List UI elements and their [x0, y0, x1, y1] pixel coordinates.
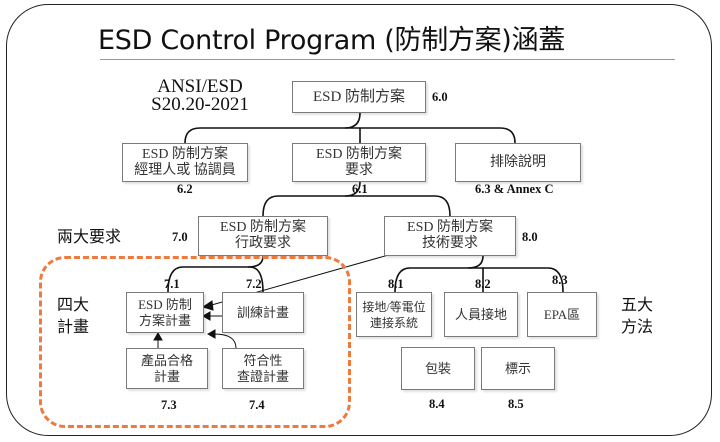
technical-section-number: 8.0 — [522, 230, 538, 244]
epa-node: EPA區 — [527, 292, 597, 337]
connector-6-1-branch-right — [345, 195, 451, 217]
requirements-section-number: 6.1 — [352, 182, 368, 196]
administrative-requirements-node: ESD 防制方案 行政要求 — [198, 216, 328, 256]
personnel-grounding-node: 人員接地 — [444, 292, 518, 337]
administrative-line-2: 行政要求 — [235, 236, 291, 251]
administrative-section-number: 7.0 — [172, 230, 188, 244]
title-divider — [100, 59, 675, 60]
marking-section-number: 8.5 — [508, 397, 524, 411]
four-plans-label-line-1: 四大 — [57, 295, 90, 314]
page-title: ESD Control Program (防制方案)涵蓋 — [98, 25, 565, 56]
arrow-training-to-plan-head — [201, 311, 211, 321]
connector-7-0-branch-right — [248, 266, 264, 293]
grounding-bonding-node: 接地/等電位 連接系統 — [356, 292, 432, 337]
program-plan-node: ESD 防制 方案計畫 — [126, 292, 204, 333]
packaging-line-1: 包裝 — [424, 360, 451, 376]
exclusion-node-line-1: 排除說明 — [490, 154, 546, 170]
requirements-node-line-2: 要求 — [345, 162, 373, 178]
arrow-verification-to-plan — [213, 333, 237, 349]
manager-node-line-2: 經理人或 協調員 — [134, 162, 236, 178]
compliance-verification-line-2: 查證計畫 — [236, 368, 289, 384]
four-plans-highlight — [39, 256, 351, 428]
packaging-node: 包裝 — [401, 347, 475, 390]
personnel-grounding-section-number: 8.2 — [475, 277, 491, 291]
connector-root-to-level2 — [184, 112, 361, 144]
epa-line-1: EPA區 — [543, 306, 581, 322]
manager-node-line-1: ESD 防制方案 — [142, 146, 228, 162]
manager-node: ESD 防制方案 經理人或 協調員 — [122, 143, 248, 182]
arrow-verification-to-plan-head — [206, 329, 216, 339]
connector-8-0-to-methods — [394, 255, 484, 293]
product-qualification-line-1: 產品合格 — [140, 352, 193, 368]
personnel-grounding-line-1: 人員接地 — [454, 306, 507, 322]
training-plan-line-1: 訓練計畫 — [236, 304, 289, 320]
product-qualification-line-2: 計畫 — [153, 368, 180, 384]
arrow-technical-to-plan-head — [201, 300, 214, 311]
five-methods-label-line-2: 方法 — [621, 317, 654, 336]
requirements-node: ESD 防制方案 要求 — [292, 143, 426, 182]
connector-8-0-branch-right — [483, 267, 564, 293]
product-qualification-section-number: 7.3 — [161, 398, 177, 412]
five-methods-label: 五大 方法 — [621, 294, 653, 338]
technical-line-1: ESD 防制方案 — [407, 220, 493, 235]
training-plan-section-number: 7.2 — [246, 277, 262, 291]
slide-frame — [6, 4, 712, 436]
compliance-verification-section-number: 7.4 — [249, 398, 265, 412]
epa-section-number: 8.3 — [552, 273, 568, 287]
administrative-line-1: ESD 防制方案 — [220, 220, 306, 235]
connector-root-branch-right — [345, 127, 516, 144]
packaging-section-number: 8.4 — [429, 397, 445, 411]
manager-section-number: 6.2 — [177, 182, 193, 196]
marking-line-1: 標示 — [504, 360, 531, 376]
technical-line-2: 技術要求 — [422, 236, 478, 251]
standard-label: ANSI/ESD S20.20-2021 — [150, 76, 250, 115]
grounding-line-2: 連接系統 — [369, 315, 418, 330]
root-node-label: ESD 防制方案 — [312, 89, 406, 105]
standard-line-2: S20.20-2021 — [151, 94, 249, 115]
requirements-node-line-1: ESD 防制方案 — [316, 146, 402, 162]
five-methods-label-line-1: 五大 — [621, 295, 654, 314]
two-requirements-label: 兩大要求 — [57, 227, 122, 246]
program-plan-line-1: ESD 防制 — [138, 296, 192, 312]
four-plans-label-line-2: 計畫 — [57, 317, 90, 336]
program-plan-line-2: 方案計畫 — [138, 312, 191, 328]
program-plan-section-number: 7.1 — [164, 277, 180, 291]
product-qualification-plan-node: 產品合格 計畫 — [126, 348, 208, 389]
compliance-verification-plan-node: 符合性 查證計畫 — [222, 348, 304, 389]
connector-6-1-to-requirements — [262, 181, 361, 217]
compliance-verification-line-1: 符合性 — [243, 352, 283, 368]
technical-requirements-node: ESD 防制方案 技術要求 — [384, 216, 516, 256]
root-section-number: 6.0 — [432, 90, 448, 104]
exclusion-section-number: 6.3 & Annex C — [475, 182, 554, 196]
connector-7-0-to-plans — [167, 255, 264, 293]
arrow-qualification-to-plan-head — [153, 331, 163, 341]
marking-node: 標示 — [481, 347, 555, 390]
grounding-line-1: 接地/等電位 — [362, 299, 426, 314]
four-plans-label: 四大 計畫 — [57, 294, 89, 338]
root-node: ESD 防制方案 — [292, 81, 426, 113]
exclusion-node: 排除說明 — [455, 143, 581, 182]
training-plan-node: 訓練計畫 — [222, 292, 304, 333]
standard-line-1: ANSI/ESD — [157, 76, 243, 97]
grounding-section-number: 8.1 — [388, 277, 404, 291]
